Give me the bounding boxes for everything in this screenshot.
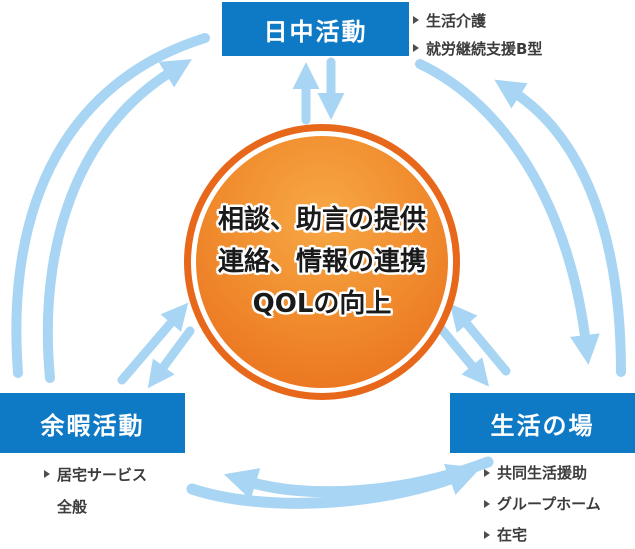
center-line-1: 相談、助言の提供: [217, 205, 426, 235]
exchange-arrow-down-living-icon: [434, 321, 490, 387]
bullet-triangle-icon: [413, 44, 419, 52]
bullet-triangle-icon: [484, 468, 490, 477]
bullet-text: 在宅: [497, 526, 528, 544]
list-item: 共同生活援助: [484, 457, 601, 488]
list-item: 全般: [44, 490, 147, 522]
cycle-arrow-living-to-daytime-icon: [494, 79, 626, 377]
node-living-place: 生活の場: [450, 393, 635, 453]
node-living-label: 生活の場: [490, 411, 595, 440]
node-daytime-activity: 日中活動: [222, 2, 409, 56]
list-item: 就労継続支援B型: [413, 34, 542, 62]
bullet-triangle-icon: [484, 499, 490, 508]
node-daytime-label: 日中活動: [263, 17, 368, 46]
bullet-triangle-icon: [413, 16, 419, 24]
exchange-arrow-up-living-icon: [449, 303, 511, 376]
bullet-triangle-icon: [44, 470, 50, 478]
leisure-bullet-list: 居宅サービス 全般: [44, 458, 147, 522]
living-bullet-list: 共同生活援助 グループホーム 在宅: [484, 457, 601, 549]
node-leisure-activity: 余暇活動: [0, 393, 185, 453]
daytime-bullet-list: 生活介護 就労継続支援B型: [413, 6, 542, 62]
exchange-arrow-up-leisure-icon: [117, 302, 189, 385]
center-line-2: 連絡、情報の連携: [217, 247, 426, 277]
bullet-text: 生活介護: [426, 11, 487, 30]
cycle-arrow-leisure-to-living-icon: [186, 464, 481, 509]
bullet-text: 就労継続支援B型: [426, 39, 543, 58]
list-item: 生活介護: [413, 6, 542, 34]
bullet-triangle-icon: [484, 530, 490, 539]
center-circle-fill: 相談、助言の提供 連絡、情報の連携 QOLの向上: [196, 136, 448, 388]
bullet-text: 全般: [57, 497, 88, 516]
node-leisure-label: 余暇活動: [40, 411, 145, 440]
bullet-text: 居宅サービス: [57, 465, 148, 484]
center-line-3: QOLの向上: [252, 289, 392, 319]
cycle-arrow-daytime-to-living-icon: [415, 59, 600, 365]
bullet-text: 共同生活援助: [497, 464, 588, 482]
exchange-arrow-down-leisure-icon: [147, 326, 195, 389]
list-item: グループホーム: [484, 488, 601, 519]
cycle-arc-left-outer-icon: [11, 33, 210, 378]
bullet-text: グループホーム: [497, 495, 601, 513]
list-item: 在宅: [484, 519, 601, 549]
center-circle: 相談、助言の提供 連絡、情報の連携 QOLの向上: [184, 124, 460, 400]
cycle-arrow-leisure-to-daytime-icon: [42, 59, 192, 383]
list-item: 居宅サービス: [44, 458, 147, 490]
